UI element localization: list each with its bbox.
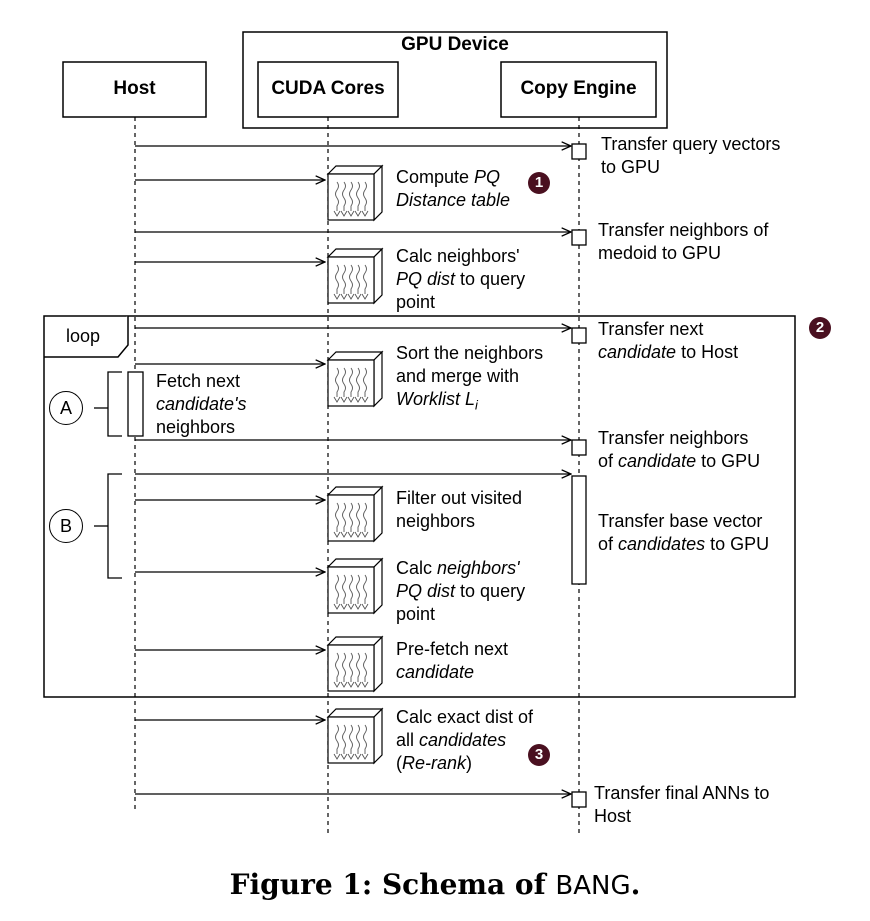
bracket-b: [107, 473, 122, 579]
gpu-device-title: GPU Device: [401, 34, 509, 55]
cuda-cores-box: [257, 61, 399, 118]
host-activation: [127, 371, 144, 437]
cuda-cores-title: CUDA Cores: [271, 78, 385, 99]
step-badge-1: 1: [528, 172, 550, 194]
kernel-icon: [327, 165, 383, 221]
copy-activation-base: [571, 475, 587, 585]
copy-engine-title: Copy Engine: [520, 78, 637, 99]
host-title: Host: [113, 78, 156, 99]
step-badge-2: 2: [809, 317, 831, 339]
gpu-device-box: [242, 31, 668, 129]
step-badge-3: 3: [528, 744, 550, 766]
loop-label: loop: [66, 326, 101, 346]
kernel-icon: [327, 558, 383, 614]
loop-tab: [44, 316, 129, 358]
copy-engine-box: [500, 61, 657, 118]
kernel-icon: [327, 486, 383, 542]
loop-frame: [43, 315, 796, 698]
bracket-a: [107, 371, 122, 437]
kernel-icon: [327, 708, 383, 764]
figure-caption: Figure 1: Schema of BANG.: [229, 868, 641, 901]
group-b-marker: B: [49, 509, 83, 543]
kernel-icon: [327, 248, 383, 304]
kernel-icon: [327, 351, 383, 407]
kernel-icon: [327, 636, 383, 692]
group-a-marker: A: [49, 391, 83, 425]
